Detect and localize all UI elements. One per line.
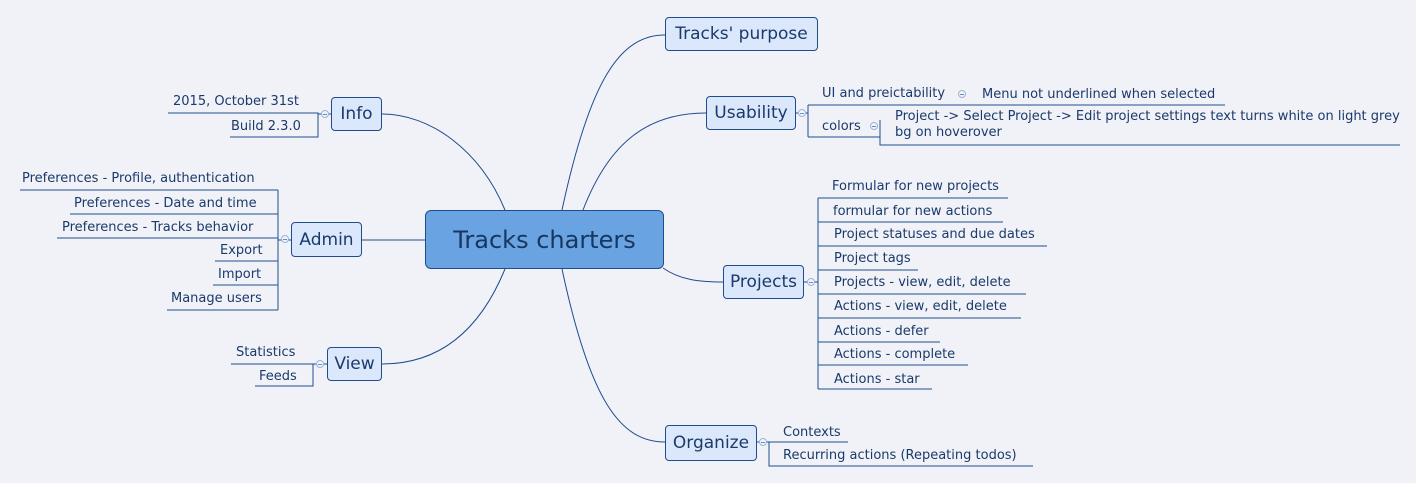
leaf-projects-formular-projects[interactable]: Formular for new projects — [832, 179, 999, 194]
leaf-view-statistics[interactable]: Statistics — [236, 345, 296, 360]
leaf-info-build[interactable]: Build 2.3.0 — [231, 119, 301, 134]
leaf-projects-formular-actions[interactable]: formular for new actions — [833, 204, 993, 219]
leaf-admin-manage-users[interactable]: Manage users — [171, 291, 262, 306]
leaf-usability-project-settings-text[interactable]: Project -> Select Project -> Edit projec… — [895, 109, 1400, 140]
collapse-toggle-admin[interactable] — [281, 235, 289, 243]
leaf-actions-defer[interactable]: Actions - defer — [834, 324, 929, 339]
leaf-projects-view-edit-delete[interactable]: Projects - view, edit, delete — [834, 275, 1011, 290]
collapse-toggle-info[interactable] — [321, 110, 329, 118]
leaf-view-feeds[interactable]: Feeds — [259, 369, 297, 384]
leaf-organize-recurring-actions[interactable]: Recurring actions (Repeating todos) — [783, 448, 1017, 463]
leaf-info-date[interactable]: 2015, October 31st — [173, 94, 299, 109]
leaf-admin-profile[interactable]: Preferences - Profile, authentication — [22, 171, 255, 186]
leaf-projects-tags[interactable]: Project tags — [834, 251, 911, 266]
leaf-actions-complete[interactable]: Actions - complete — [834, 347, 956, 362]
topic-projects[interactable]: Projects — [723, 265, 804, 299]
central-topic[interactable]: Tracks charters — [425, 210, 664, 269]
leaf-actions-star[interactable]: Actions - star — [834, 372, 920, 387]
collapse-toggle-usability[interactable] — [798, 109, 806, 117]
collapse-toggle-projects[interactable] — [807, 278, 815, 286]
topic-admin[interactable]: Admin — [291, 222, 362, 257]
leaf-admin-tracks-behavior[interactable]: Preferences - Tracks behavior — [62, 220, 254, 235]
leaf-usability-ui[interactable]: UI and preictability — [822, 86, 946, 101]
collapse-toggle-ui-predictability[interactable] — [958, 90, 966, 98]
leaf-projects-statuses-due-dates[interactable]: Project statuses and due dates — [834, 227, 1035, 242]
leaf-admin-import[interactable]: Import — [218, 267, 262, 282]
leaf-usability-menu-underline[interactable]: Menu not underlined when selected — [982, 87, 1216, 102]
topic-organize[interactable]: Organize — [665, 425, 757, 461]
topic-tracks-purpose[interactable]: Tracks' purpose — [665, 17, 818, 51]
collapse-toggle-organize[interactable] — [759, 438, 767, 446]
topic-view[interactable]: View — [327, 347, 382, 381]
topic-usability[interactable]: Usability — [706, 96, 796, 130]
collapse-toggle-view[interactable] — [316, 360, 324, 368]
leaf-admin-export[interactable]: Export — [220, 243, 263, 258]
leaf-actions-view-edit-delete[interactable]: Actions - view, edit, delete — [834, 299, 1007, 314]
leaf-admin-date-time[interactable]: Preferences - Date and time — [74, 196, 257, 211]
collapse-toggle-colors[interactable] — [870, 122, 878, 130]
leaf-usability-colors[interactable]: colors — [822, 119, 861, 134]
topic-info[interactable]: Info — [331, 97, 382, 131]
leaf-organize-contexts[interactable]: Contexts — [783, 425, 841, 440]
